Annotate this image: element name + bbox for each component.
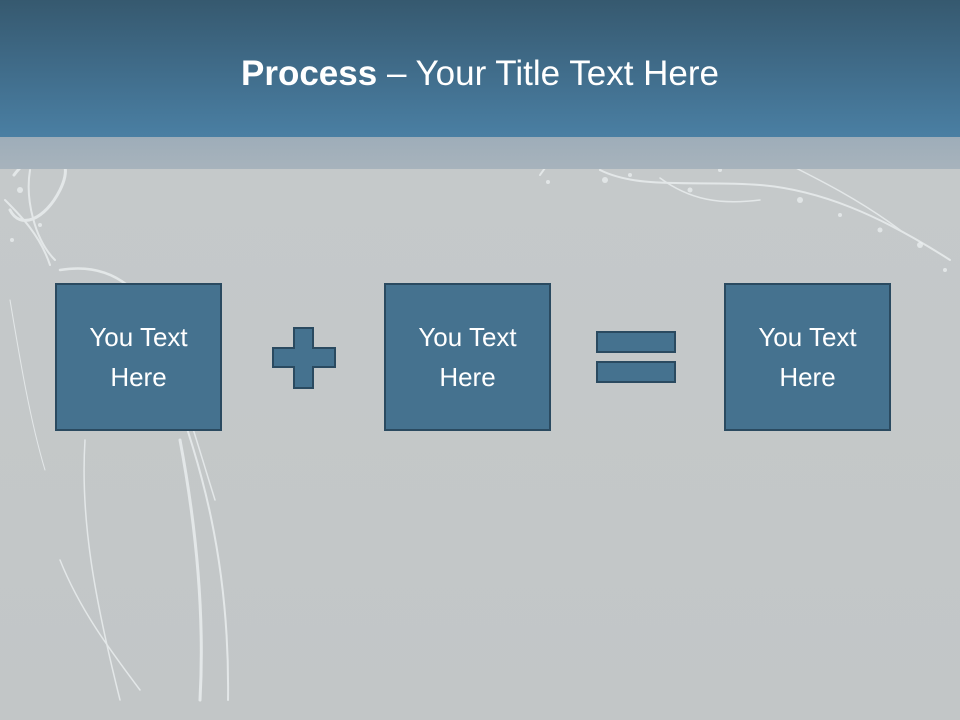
title-rest: – Your Title Text Here	[377, 54, 719, 93]
process-box-3-text: You Text Here	[758, 322, 857, 392]
plus-icon	[272, 327, 336, 389]
process-box-1-text: You Text Here	[89, 322, 188, 392]
equals-icon	[596, 331, 676, 383]
slide-title: Process – Your Title Text Here	[0, 52, 960, 96]
process-box-3[interactable]: You Text Here	[724, 283, 891, 431]
header-band	[0, 137, 960, 169]
process-box-2[interactable]: You Text Here	[384, 283, 551, 431]
header-bar	[0, 0, 960, 137]
process-box-2-text: You Text Here	[418, 322, 517, 392]
title-bold: Process	[241, 54, 378, 93]
process-box-1[interactable]: You Text Here	[55, 283, 222, 431]
